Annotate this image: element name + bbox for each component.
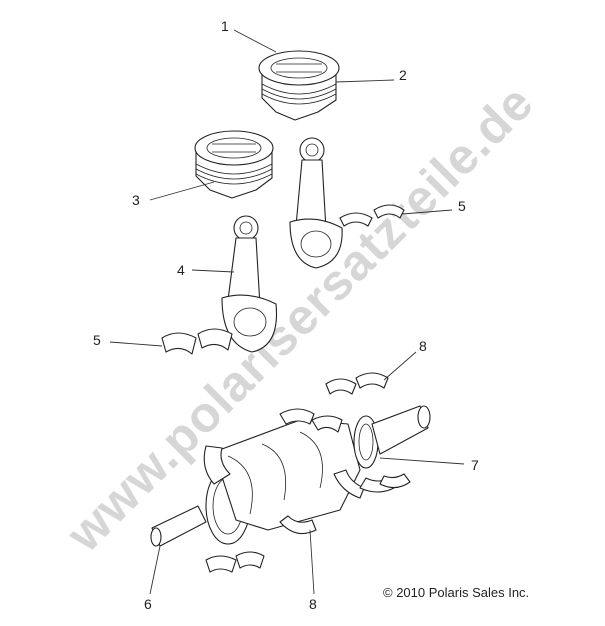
callout-5-upper: 5: [458, 198, 466, 214]
callout-3: 3: [132, 192, 140, 208]
piston-lower: [194, 130, 274, 199]
connecting-rod-right: [289, 137, 343, 269]
callout-4: 4: [177, 262, 185, 278]
bearing-shells-upper: [339, 204, 405, 227]
callout-1: 1: [221, 18, 229, 34]
bearing-shells-lower: [161, 328, 233, 355]
callout-8-upper: 8: [419, 338, 427, 354]
callout-5-lower: 5: [93, 332, 101, 348]
bearing-shells-crank-top: [325, 372, 389, 395]
callout-6: 6: [144, 596, 152, 612]
crankshaft: [150, 405, 431, 547]
callout-8-lower: 8: [309, 596, 317, 612]
piston-upper: [258, 50, 340, 121]
callout-2: 2: [399, 67, 407, 83]
copyright-notice: © 2010 Polaris Sales Inc.: [383, 585, 530, 600]
bearing-shells-crank-bottom: [205, 551, 265, 573]
connecting-rod-center: [221, 215, 278, 353]
callout-7: 7: [471, 457, 479, 473]
leader-lines: [109, 29, 465, 595]
